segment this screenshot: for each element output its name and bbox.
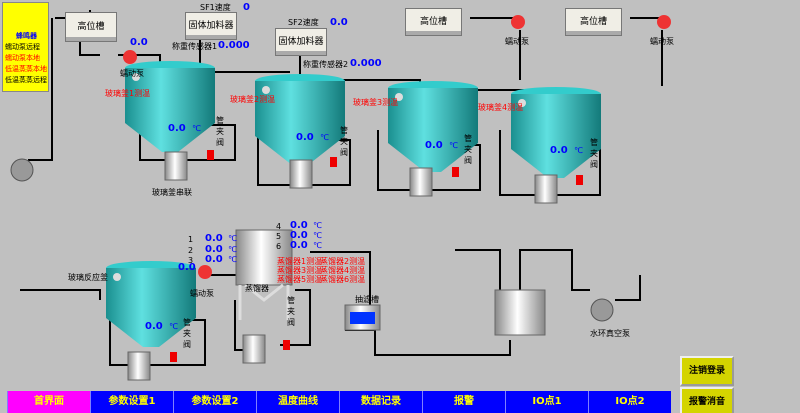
alarm-silence-button[interactable]: 报警消音 bbox=[680, 387, 734, 413]
receiver-vessel bbox=[494, 289, 546, 336]
distiller-name: 蒸馏器 bbox=[245, 284, 269, 293]
kettle3-temp: 0.0 bbox=[425, 140, 443, 151]
nav-params-1[interactable]: 参数设置1 bbox=[90, 391, 173, 413]
solid-feeder-1[interactable]: 固体加料器 bbox=[185, 12, 237, 40]
valve-markers bbox=[170, 150, 583, 362]
sf1-speed: 0 bbox=[243, 2, 250, 13]
kettle1-temp-label: 玻璃釜1测温 bbox=[105, 89, 151, 98]
nav-params-2[interactable]: 参数设置2 bbox=[173, 391, 256, 413]
temp-index: 4 bbox=[276, 222, 282, 231]
valve-label[interactable]: 管夹阀 bbox=[216, 116, 224, 147]
sensor1-value: 0.000 bbox=[218, 40, 250, 51]
legend-item: 蠕动泵本地 bbox=[5, 54, 40, 62]
distiller-temp-3: 0.0 bbox=[205, 254, 223, 265]
distiller-vessel bbox=[235, 229, 293, 320]
reactor-pump-value: 0.0 bbox=[178, 262, 196, 273]
distiller-label: 蒸馏器1测温 bbox=[277, 257, 323, 266]
reactor-pump-label[interactable]: 蠕动泵 bbox=[190, 289, 214, 298]
unit: ℃ bbox=[313, 221, 322, 230]
sensor2-value: 0.000 bbox=[350, 58, 382, 69]
unit: ℃ bbox=[313, 231, 322, 240]
valve-label[interactable]: 管夹阀 bbox=[183, 318, 191, 349]
valve-label[interactable]: 管夹阀 bbox=[464, 134, 472, 165]
logout-button[interactable]: 注销登录 bbox=[680, 356, 734, 386]
temp-index: 1 bbox=[188, 235, 194, 244]
distiller-label: 蒸馏器4测温 bbox=[320, 266, 366, 275]
high-tank-3[interactable]: 高位槽 bbox=[565, 8, 622, 36]
distiller-label: 蒸馏器6测温 bbox=[320, 275, 366, 284]
kettle4-temp-label: 玻璃釜4测温 bbox=[478, 103, 524, 112]
valve-label[interactable]: 管夹阀 bbox=[340, 126, 348, 157]
unit: ℃ bbox=[449, 141, 458, 150]
distiller-temp-1: 0.0 bbox=[205, 233, 223, 244]
kettle3-temp-label: 玻璃釜3测温 bbox=[353, 98, 399, 107]
solid-feeder-2[interactable]: 固体加料器 bbox=[275, 28, 327, 56]
pump1-value: 0.0 bbox=[130, 37, 148, 48]
stirred-pots bbox=[127, 151, 558, 381]
pump1-label[interactable]: 蠕动泵 bbox=[120, 69, 144, 78]
unit: ℃ bbox=[313, 241, 322, 250]
sensor1-label: 称重传感器1 bbox=[172, 42, 218, 51]
unit: ℃ bbox=[228, 245, 237, 254]
pump2-label[interactable]: 蠕动泵 bbox=[505, 37, 529, 46]
reactor-temp: 0.0 bbox=[145, 321, 163, 332]
distiller-label: 蒸馏器5测温 bbox=[277, 275, 323, 284]
temp-index: 3 bbox=[188, 256, 194, 265]
sf2-speed: 0.0 bbox=[330, 17, 348, 28]
valve-label[interactable]: 管夹阀 bbox=[287, 296, 295, 327]
pump3-label[interactable]: 蠕动泵 bbox=[650, 37, 674, 46]
temp-index: 5 bbox=[276, 232, 282, 241]
reactor-label: 玻璃反应釜 bbox=[68, 273, 108, 282]
nav-alarm[interactable]: 报警 bbox=[422, 391, 505, 413]
kettle1-temp: 0.0 bbox=[168, 123, 186, 134]
filter-label: 抽滤槽 bbox=[355, 295, 379, 304]
distiller-label: 蒸馏器2测温 bbox=[320, 257, 366, 266]
buzzer-label: 蜂鸣器 bbox=[16, 32, 37, 40]
legend-item: 低温蒸蒸本地 bbox=[5, 65, 47, 73]
filter-tank bbox=[344, 304, 381, 331]
sf2-speed-label: SF2速度 bbox=[288, 18, 319, 27]
series-label: 玻璃釜串联 bbox=[152, 188, 192, 197]
distiller-temp-6: 0.0 bbox=[290, 240, 308, 251]
pipes bbox=[20, 10, 663, 366]
distiller-temp-2: 0.0 bbox=[205, 244, 223, 255]
temp-index: 2 bbox=[188, 246, 194, 255]
high-tank-1[interactable]: 高位槽 bbox=[65, 12, 117, 42]
unit: ℃ bbox=[169, 322, 178, 331]
glass-kettles bbox=[106, 61, 601, 347]
kettle2-temp: 0.0 bbox=[296, 132, 314, 143]
sensor2-label: 称重传感器2 bbox=[303, 60, 349, 69]
status-legend: 蜂鸣器 蠕动泵远程 蠕动泵本地 低温蒸蒸本地 低温蒸蒸远程 bbox=[2, 2, 49, 92]
nav-temp-curve[interactable]: 温度曲线 bbox=[256, 391, 339, 413]
kettle2-temp-label: 玻璃釜2测温 bbox=[230, 95, 276, 104]
sf1-speed-label: SF1速度 bbox=[200, 3, 231, 12]
legend-item: 蠕动泵远程 bbox=[5, 43, 40, 51]
distiller-temp-5: 0.0 bbox=[290, 230, 308, 241]
unit: ℃ bbox=[192, 124, 201, 133]
unit: ℃ bbox=[320, 133, 329, 142]
unit: ℃ bbox=[574, 146, 583, 155]
high-tank-2[interactable]: 高位槽 bbox=[405, 8, 462, 36]
temp-index: 6 bbox=[276, 242, 282, 251]
pumps bbox=[10, 15, 671, 322]
nav-data-log[interactable]: 数据记录 bbox=[339, 391, 422, 413]
nav-io-2[interactable]: IO点2 bbox=[588, 391, 671, 413]
vacuum-pump-label: 水环真空泵 bbox=[590, 329, 630, 338]
distiller-label: 蒸馏器3测温 bbox=[277, 266, 323, 275]
unit: ℃ bbox=[228, 234, 237, 243]
unit: ℃ bbox=[228, 255, 237, 264]
nav-io-1[interactable]: IO点1 bbox=[505, 391, 588, 413]
distiller-temp-4: 0.0 bbox=[290, 220, 308, 231]
valve-label[interactable]: 管夹阀 bbox=[590, 138, 598, 169]
legend-item: 低温蒸蒸远程 bbox=[5, 76, 47, 84]
kettle4-temp: 0.0 bbox=[550, 145, 568, 156]
nav-home[interactable]: 首界面 bbox=[7, 391, 90, 413]
